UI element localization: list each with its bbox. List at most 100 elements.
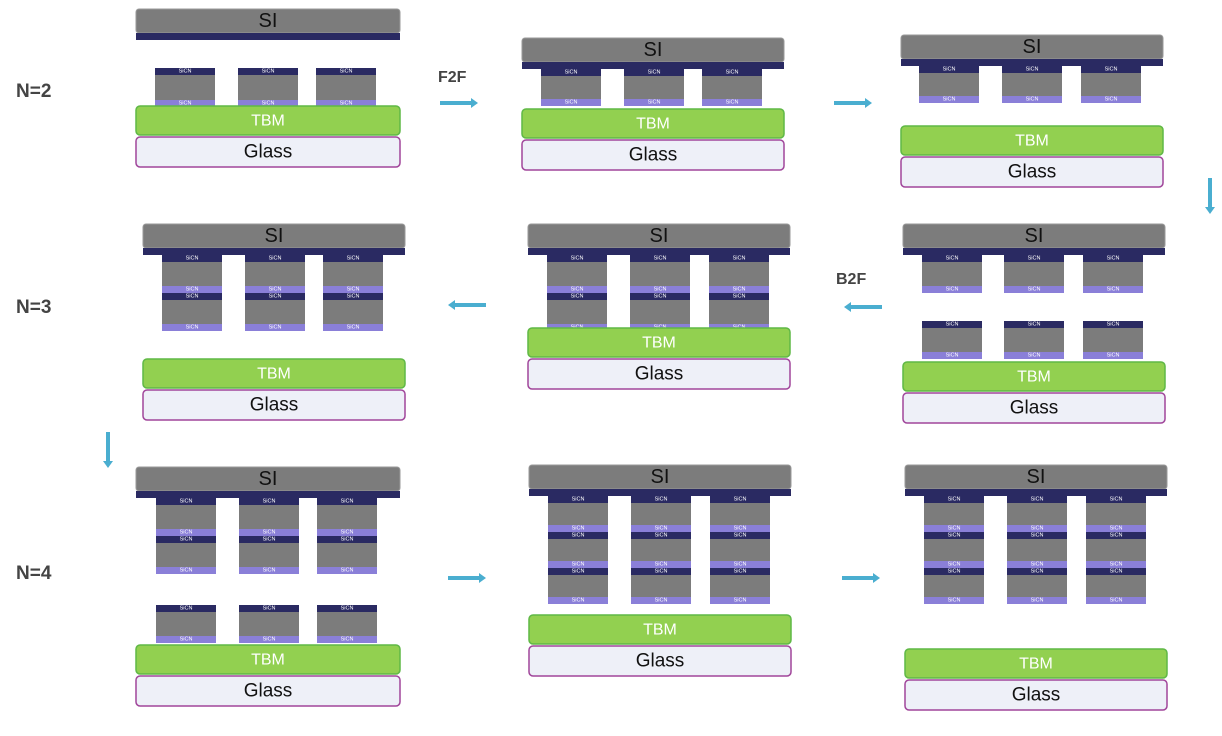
sicn-label: SiCN [655,562,668,568]
sicn-label: SiCN [179,69,192,75]
sicn-label: SiCN [347,325,360,331]
arrow-head [844,302,851,312]
sicn-pad-dark [631,496,691,503]
sicn-bond-layer [136,33,400,40]
glass-carrier [135,675,401,707]
sicn-pad-light [1007,561,1067,568]
tbm-label: TBM [642,335,676,352]
sicn-label: SiCN [180,606,193,612]
transition-arrow-right [842,573,880,583]
die-body [1086,503,1146,525]
die-body [631,575,691,597]
sicn-label: SiCN [1028,287,1041,293]
sicn-pad-light [245,324,305,331]
die-body [1007,539,1067,561]
sicn-label: SiCN [948,598,961,604]
glass-carrier [900,156,1164,188]
sicn-label: SiCN [180,499,193,505]
glass-label: Glass [244,142,293,163]
sicn-pad-light [1086,525,1146,532]
sicn-label: SiCN [734,562,747,568]
tbm-layer [142,358,406,389]
sicn-label: SiCN [1026,67,1039,73]
die-body [245,300,305,324]
die-body [239,543,299,567]
sicn-pad-light [317,636,377,643]
sicn-pad-light [156,567,216,574]
sicn-pad-dark [316,68,376,75]
sicn-pad-light [547,286,607,293]
tbm-layer [135,105,401,136]
sicn-label: SiCN [341,606,354,612]
sicn-pad-light [919,96,979,103]
sicn-pad-dark [624,69,684,76]
si-label: SI [1023,36,1042,58]
si-label: SI [1027,466,1046,488]
si-label: SI [651,466,670,488]
sicn-label: SiCN [263,606,276,612]
transition-label-f2f: F2F [438,69,467,86]
die-body [630,262,690,286]
sicn-label: SiCN [269,294,282,300]
die-body [156,612,216,636]
sicn-label: SiCN [186,256,199,262]
sicn-pad-dark [548,568,608,575]
sicn-label: SiCN [571,256,584,262]
tbm-label: TBM [643,622,677,639]
die-body [239,505,299,529]
die-body [245,262,305,286]
si-label: SI [259,468,278,490]
sicn-label: SiCN [263,637,276,643]
sicn-pad-dark [547,293,607,300]
die-body [548,503,608,525]
sicn-pad-light [317,567,377,574]
glass-label: Glass [1008,162,1057,183]
sicn-label: SiCN [1110,526,1123,532]
arrow-head [1205,207,1215,214]
sicn-pad-light [317,529,377,536]
sicn-pad-light [1007,525,1067,532]
glass-carrier [135,136,401,168]
sicn-pad-dark [323,293,383,300]
sicn-label: SiCN [1031,497,1044,503]
sicn-label: SiCN [186,325,199,331]
sicn-label: SiCN [726,70,739,76]
sicn-label: SiCN [733,256,746,262]
sicn-bond-layer [522,62,784,69]
sicn-label: SiCN [262,101,275,107]
sicn-pad-light [548,561,608,568]
sicn-pad-dark [924,496,984,503]
sicn-label: SiCN [571,287,584,293]
die-body [924,539,984,561]
sicn-pad-light [239,567,299,574]
sicn-label: SiCN [180,537,193,543]
sicn-label: SiCN [263,530,276,536]
die-body [710,575,770,597]
sicn-label: SiCN [341,530,354,536]
sicn-label: SiCN [1110,497,1123,503]
sicn-label: SiCN [180,568,193,574]
sicn-pad-light [323,324,383,331]
tbm-label: TBM [251,652,285,669]
sicn-pad-light [541,99,601,106]
sicn-pad-light [922,286,982,293]
sicn-pad-dark [238,68,298,75]
sicn-pad-dark [239,605,299,612]
sicn-label: SiCN [180,637,193,643]
sicn-pad-light [922,352,982,359]
sicn-pad-light [710,597,770,604]
transition-arrow-left [844,302,882,312]
die-body [238,75,298,100]
sicn-pad-dark [1007,496,1067,503]
sicn-label: SiCN [946,287,959,293]
sicn-label: SiCN [733,287,746,293]
sicn-label: SiCN [733,294,746,300]
tbm-layer [521,108,785,139]
die-body [162,300,222,324]
sicn-label: SiCN [734,526,747,532]
sicn-label: SiCN [1031,533,1044,539]
sicn-label: SiCN [269,256,282,262]
row-label-n4: N=4 [16,563,52,584]
die-body [919,73,979,96]
sicn-label: SiCN [946,353,959,359]
